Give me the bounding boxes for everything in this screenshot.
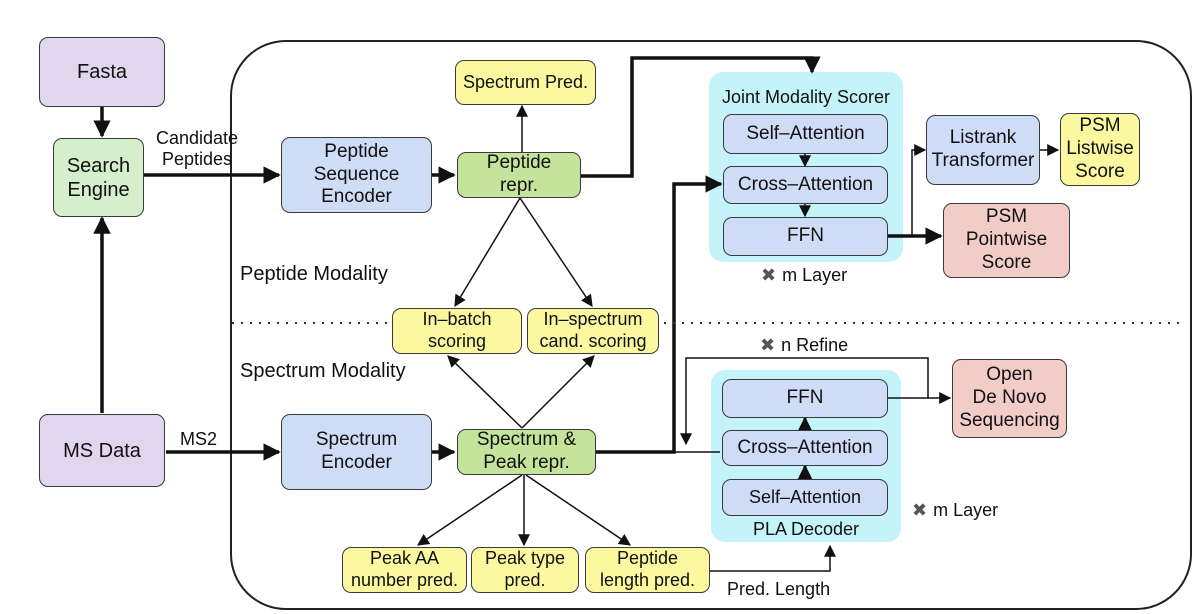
peak-type-pred: Peak type pred. (471, 547, 579, 593)
refine-text: n Refine (781, 335, 849, 355)
psm-pointwise-score: PSM Pointwise Score (943, 203, 1070, 278)
listrank-transformer: Listrank Transformer (926, 115, 1040, 185)
times-icon: ✖ (912, 500, 928, 520)
spectrum-modality-label: Spectrum Modality (240, 360, 406, 382)
spectrum-encoder: Spectrum Encoder (281, 414, 432, 490)
candidate-peptides-label: Candidate Peptides (156, 128, 239, 169)
ms2-label: MS2 (180, 429, 218, 449)
peptide-sequence-encoder: Peptide Sequence Encoder (281, 137, 432, 213)
search-engine-box: Search Engine (53, 138, 144, 217)
joint-ffn: FFN (723, 217, 888, 256)
model-region (230, 40, 1192, 610)
peptide-length-pred: Peptide length pred. (585, 547, 710, 593)
joint-layer-text: m Layer (782, 265, 848, 285)
pred-length-label: Pred. Length (727, 579, 831, 599)
open-de-novo-sequencing: Open De Novo Sequencing (952, 359, 1067, 438)
ms-data-box: MS Data (39, 414, 165, 487)
decoder-layer-count: ✖m Layer (912, 500, 998, 521)
peak-aa-number-pred: Peak AA number pred. (342, 547, 467, 593)
in-batch-scoring: In–batch scoring (392, 308, 522, 354)
joint-self-attention: Self–Attention (723, 114, 888, 154)
times-icon: ✖ (760, 335, 776, 355)
spectrum-peak-repr: Spectrum & Peak repr. (457, 429, 596, 475)
fasta-box: Fasta (39, 37, 165, 107)
decoder-cross-attention: Cross–Attention (722, 430, 888, 466)
times-icon: ✖ (761, 265, 777, 285)
decoder-ffn: FFN (722, 379, 888, 418)
peptide-modality-label: Peptide Modality (240, 263, 388, 285)
pla-decoder-title: PLA Decoder (752, 519, 860, 539)
refine-count: ✖n Refine (760, 335, 848, 356)
decoder-layer-text: m Layer (933, 500, 999, 520)
in-spectrum-cand-scoring: In–spectrum cand. scoring (527, 308, 659, 354)
joint-layer-count: ✖m Layer (761, 265, 847, 286)
psm-listwise-score: PSM Listwise Score (1060, 113, 1140, 186)
joint-cross-attention: Cross–Attention (723, 166, 888, 204)
peptide-repr: Peptide repr. (457, 152, 581, 198)
joint-scorer-title: Joint Modality Scorer (721, 87, 891, 107)
spectrum-pred: Spectrum Pred. (455, 60, 596, 105)
decoder-self-attention: Self–Attention (722, 479, 888, 516)
